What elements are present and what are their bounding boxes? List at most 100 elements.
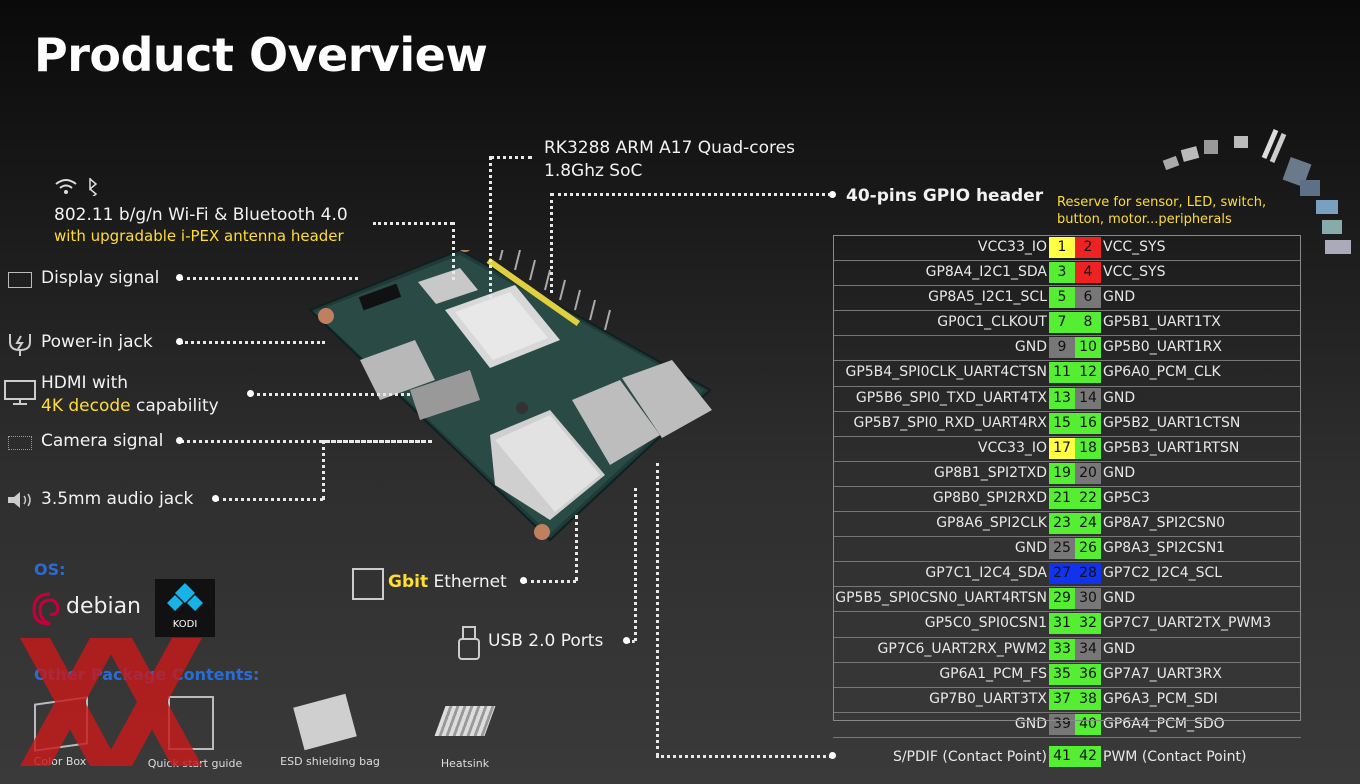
- package-item: ESD shielding bag: [280, 755, 380, 768]
- gpio-left-signal: GP5B5_SPI0CSN0_UART4RTSN: [835, 590, 1047, 607]
- gpio-pin-even: 4: [1075, 262, 1101, 284]
- gpio-left-signal: GP5B6_SPI0_TXD_UART4TX: [855, 389, 1047, 406]
- gpio-pin-odd: 35: [1049, 663, 1075, 685]
- power-dot: [176, 338, 183, 345]
- gpio-left-signal: VCC33_IO: [977, 439, 1047, 456]
- gpio-left-signal: GND: [1014, 540, 1047, 557]
- gpio-pin-even: 32: [1075, 613, 1101, 635]
- display-signal-label: Display signal: [41, 268, 160, 288]
- gpio-right-signal: GP5B3_UART1RTSN: [1103, 439, 1240, 456]
- hdmi-label: HDMI with: [41, 373, 129, 393]
- gpio-pin-even: 28: [1075, 563, 1101, 585]
- gpio-left-signal: GP7B0_UART3TX: [929, 690, 1047, 707]
- gpio-pin-odd: 11: [1049, 362, 1075, 384]
- gpio-pin-even: 16: [1075, 412, 1101, 434]
- gpio-left-signal: GND: [1014, 339, 1047, 356]
- esd-bag-image: [293, 693, 357, 751]
- camera-dot: [176, 437, 183, 444]
- gpio-left-signal: GP8A6_SPI2CLK: [936, 515, 1047, 532]
- gpio-pin-odd: 5: [1049, 287, 1075, 309]
- usb-dot: [623, 637, 630, 644]
- gpio-pin-odd: 13: [1049, 387, 1075, 409]
- tinker-board-image: [300, 238, 720, 550]
- hdmi-sublabel: 4K decode capability: [41, 396, 219, 416]
- gpio-pin-even: 36: [1075, 663, 1101, 685]
- gpio-left-signal: GP5C0_SPI0CSN1: [924, 615, 1047, 632]
- gpio-left-signal: GP7C1_I2C4_SDA: [925, 565, 1047, 582]
- gpio-right-signal: GP7C2_I2C4_SCL: [1103, 565, 1223, 582]
- gpio-right-signal: GP5B1_UART1TX: [1103, 314, 1221, 331]
- package-item: Heatsink: [440, 757, 490, 770]
- gpio-pin-odd: 31: [1049, 613, 1075, 635]
- camera-icon: [8, 436, 32, 450]
- display-dot: [176, 274, 183, 281]
- debian-logo-icon: [28, 588, 66, 632]
- gpio-pin-even: 14: [1075, 387, 1101, 409]
- kodi-label: KODI: [172, 619, 198, 630]
- gpio-right-signal: GP5C3: [1103, 489, 1150, 506]
- gpio-pin-odd: 23: [1049, 513, 1075, 535]
- gpio-pin-odd: 29: [1049, 588, 1075, 610]
- gpio-left-signal: GP8B1_SPI2TXD: [934, 464, 1047, 481]
- gpio-pin-odd: 19: [1049, 462, 1075, 484]
- ethernet-gbit-text: Gbit: [388, 572, 429, 592]
- gpio-pin-odd: 7: [1049, 312, 1075, 334]
- gpio-left-signal: GP7C6_UART2RX_PWM2: [877, 640, 1047, 657]
- gpio-pin-odd: 1: [1049, 237, 1075, 258]
- page-title: Product Overview: [34, 28, 488, 82]
- gpio-left-signal: GP8B0_SPI2RXD: [932, 489, 1047, 506]
- gpio-left-signal: GND: [1014, 715, 1047, 732]
- speaker-icon: [6, 490, 36, 514]
- heatsink-image: [434, 706, 496, 736]
- gpio-pin-even: 40: [1075, 713, 1101, 735]
- gpio-right-signal: GP5B2_UART1CTSN: [1103, 414, 1241, 431]
- power-jack-label: Power-in jack: [41, 332, 153, 352]
- os-heading: OS:: [34, 560, 66, 579]
- gpio-pin-even: 12: [1075, 362, 1101, 384]
- wifi-icon: [54, 176, 98, 201]
- gpio-left-signal: GP8A5_I2C1_SCL: [928, 289, 1047, 306]
- gpio-right-signal: GP7C7_UART2TX_PWM3: [1103, 615, 1272, 632]
- gpio-pin-odd: 33: [1049, 638, 1075, 660]
- gpio-pin-odd: 15: [1049, 412, 1075, 434]
- gpio-pin-odd: 37: [1049, 688, 1075, 710]
- gpio-pin-even: 6: [1075, 287, 1101, 309]
- hdmi-capability-text: capability: [130, 396, 219, 416]
- gpio-pointer-dot: [829, 191, 836, 198]
- spdif-pointer-dot: [829, 752, 836, 759]
- pwm-label: PWM (Contact Point): [1103, 749, 1247, 765]
- gpio-pin-even: 2: [1075, 237, 1101, 258]
- soc-sublabel: 1.8Ghz SoC: [544, 161, 643, 181]
- pin-42: 42: [1075, 746, 1101, 767]
- usb-icon: [457, 625, 481, 665]
- gpio-pin-even: 18: [1075, 437, 1101, 459]
- gpio-pin-even: 10: [1075, 337, 1101, 359]
- gpio-right-signal: GND: [1103, 640, 1136, 657]
- gpio-right-signal: VCC_SYS: [1103, 239, 1166, 255]
- gpio-pin-odd: 21: [1049, 487, 1075, 509]
- camera-signal-label: Camera signal: [41, 431, 164, 451]
- gpio-pin-even: 20: [1075, 462, 1101, 484]
- gpio-contact-row: S/PDIF (Contact Point) 41 42 PWM (Contac…: [833, 744, 1301, 769]
- gpio-pin-even: 24: [1075, 513, 1101, 535]
- display-icon: [8, 272, 32, 288]
- hdmi-4k-text: 4K decode: [41, 396, 131, 416]
- debian-label: debian: [66, 594, 142, 619]
- wifi-sublabel: with upgradable i-PEX antenna header: [54, 227, 344, 245]
- gpio-right-signal: VCC_SYS: [1103, 264, 1166, 281]
- gpio-pin-even: 38: [1075, 688, 1101, 710]
- spdif-label: S/PDIF (Contact Point): [892, 749, 1047, 765]
